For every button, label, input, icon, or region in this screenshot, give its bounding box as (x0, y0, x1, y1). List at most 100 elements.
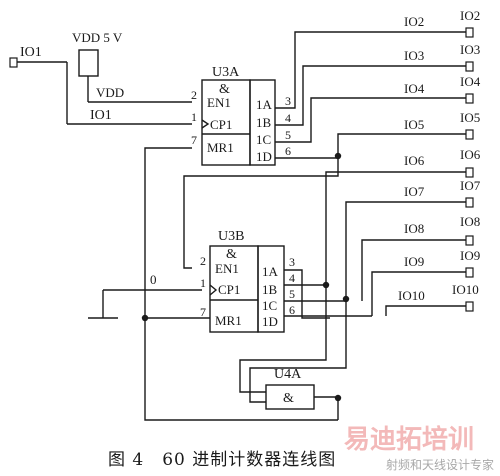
io8-wire-label: IO8 (404, 221, 424, 236)
io3-terminal (465, 61, 474, 72)
u3b-1a-wire (284, 269, 330, 319)
u3b-en1-label: EN1 (215, 261, 239, 276)
watermark-subtitle: 射频和天线设计专家 (386, 457, 494, 472)
u3a-1c-label: 1C (256, 132, 271, 147)
io1-bus-label: IO1 (90, 108, 112, 123)
u4a-input-b (249, 301, 347, 403)
junction-dot-u4a-out (334, 394, 342, 402)
u3a-pin-5: 5 (285, 128, 291, 142)
junction-dot-1d (334, 152, 342, 160)
u4a-and-symbol: & (283, 391, 294, 406)
u4a-output (314, 396, 339, 420)
u3b-1c-label: 1C (262, 298, 277, 313)
output-io4: IO4 IO4 (404, 74, 481, 104)
output-io7: IO7 IO7 (404, 178, 481, 208)
u3a-1c-to-io4 (275, 97, 466, 143)
u3b-pin-7: 7 (200, 305, 206, 319)
u3a-1d-label: 1D (256, 149, 272, 164)
io10-wire-label: IO10 (398, 288, 425, 303)
u3b-name: U3B (218, 229, 244, 244)
vdd-source-label: VDD 5 V (72, 30, 123, 45)
u3a-pin-2: 2 (191, 88, 197, 102)
u3b-right-block (257, 245, 285, 333)
u4a-input-a (239, 285, 327, 393)
u3b-1c-to-io8 (361, 239, 466, 301)
u3a-mr1-label: MR1 (207, 140, 234, 155)
io4-terminal (465, 93, 474, 104)
io9-wire-label: IO9 (404, 254, 424, 269)
io6-terminal (465, 167, 474, 178)
u3b-1a-to-io6 (325, 171, 466, 285)
u3b-1b-label: 1B (262, 282, 278, 297)
u4a-name: U4A (274, 367, 302, 382)
u3a-1a-to-io2 (275, 31, 466, 109)
u3a-1b-label: 1B (256, 115, 272, 130)
io3-wire-label: IO3 (404, 48, 424, 63)
u3a-1d-to-u3b-en1 (183, 158, 339, 269)
u3a-1b-to-io3 (275, 65, 466, 126)
u3b-pin-6: 6 (289, 303, 295, 317)
output-io6: IO6 IO6 (404, 147, 481, 178)
u3a-en1-label: EN1 (207, 95, 231, 110)
u3b-pin-1: 1 (200, 276, 206, 290)
reset-bus-wire (144, 147, 338, 421)
watermark-logo: 易迪拓培训 (344, 425, 474, 455)
io9-terminal (465, 267, 474, 278)
u3a-1a-label: 1A (256, 97, 273, 112)
output-io3: IO3 IO3 (404, 42, 480, 72)
io9-terminal-label: IO9 (460, 248, 480, 263)
io5-terminal-label: IO5 (460, 110, 480, 125)
u3b-pin-3: 3 (289, 255, 295, 269)
u3b-1b-to-io7 (345, 201, 466, 301)
u3a-pin-4: 4 (285, 111, 291, 125)
u3a-right-block (249, 79, 276, 166)
u3b-mr1-label: MR1 (215, 313, 242, 328)
io7-terminal-label: IO7 (460, 178, 481, 193)
io7-terminal (465, 197, 474, 208)
u3a-clock-triangle (201, 119, 210, 129)
output-io10: IO10 IO10 (398, 282, 479, 312)
io5-wire-label: IO5 (404, 117, 424, 132)
io1-input-terminal (9, 57, 18, 68)
io8-terminal-label: IO8 (460, 214, 480, 229)
u3b-and-symbol: & (226, 247, 237, 262)
u3a-pin-6: 6 (285, 144, 291, 158)
u3a-name: U3A (212, 65, 240, 80)
output-io2: IO2 IO2 (404, 8, 480, 38)
io10-terminal (465, 301, 474, 312)
u3a-pin-7: 7 (191, 133, 197, 147)
u3a-pin-1: 1 (191, 110, 197, 124)
u3b-pin-4: 4 (289, 271, 295, 285)
io6-wire-label: IO6 (404, 153, 425, 168)
io7-wire-label: IO7 (404, 184, 425, 199)
u3a-cp1-label: CP1 (210, 117, 232, 132)
u3a-and-symbol: & (219, 82, 230, 97)
io6-terminal-label: IO6 (460, 147, 481, 162)
io2-terminal-label: IO2 (460, 8, 480, 23)
vdd-net-label: VDD (96, 85, 124, 100)
u3b-pin-2: 2 (200, 254, 206, 268)
io2-terminal (465, 27, 474, 38)
u3a-pin-3: 3 (285, 94, 291, 108)
io4-wire-label: IO4 (404, 81, 425, 96)
output-io9: IO9 IO9 (404, 248, 480, 278)
figure-caption: 图 4 60 进制计数器连线图 (108, 450, 336, 470)
io3-terminal-label: IO3 (460, 42, 480, 57)
io8-terminal (465, 235, 474, 246)
io10-terminal-label: IO10 (452, 282, 479, 297)
output-io5: IO5 IO5 (404, 110, 480, 140)
vdd-source-box (78, 49, 99, 77)
ground-net-label: 0 (150, 272, 157, 287)
u3b-pin-5: 5 (289, 287, 295, 301)
u3b-1d-label: 1D (262, 314, 278, 329)
u3b-1d-to-io9 (371, 271, 466, 316)
io1-input-label: IO1 (20, 45, 42, 60)
output-io8: IO8 IO8 (404, 214, 480, 246)
io4-terminal-label: IO4 (460, 74, 481, 89)
io5-terminal (465, 129, 474, 140)
u3b-cp1-label: CP1 (218, 282, 240, 297)
to-io10 (385, 305, 466, 316)
io2-wire-label: IO2 (404, 14, 424, 29)
